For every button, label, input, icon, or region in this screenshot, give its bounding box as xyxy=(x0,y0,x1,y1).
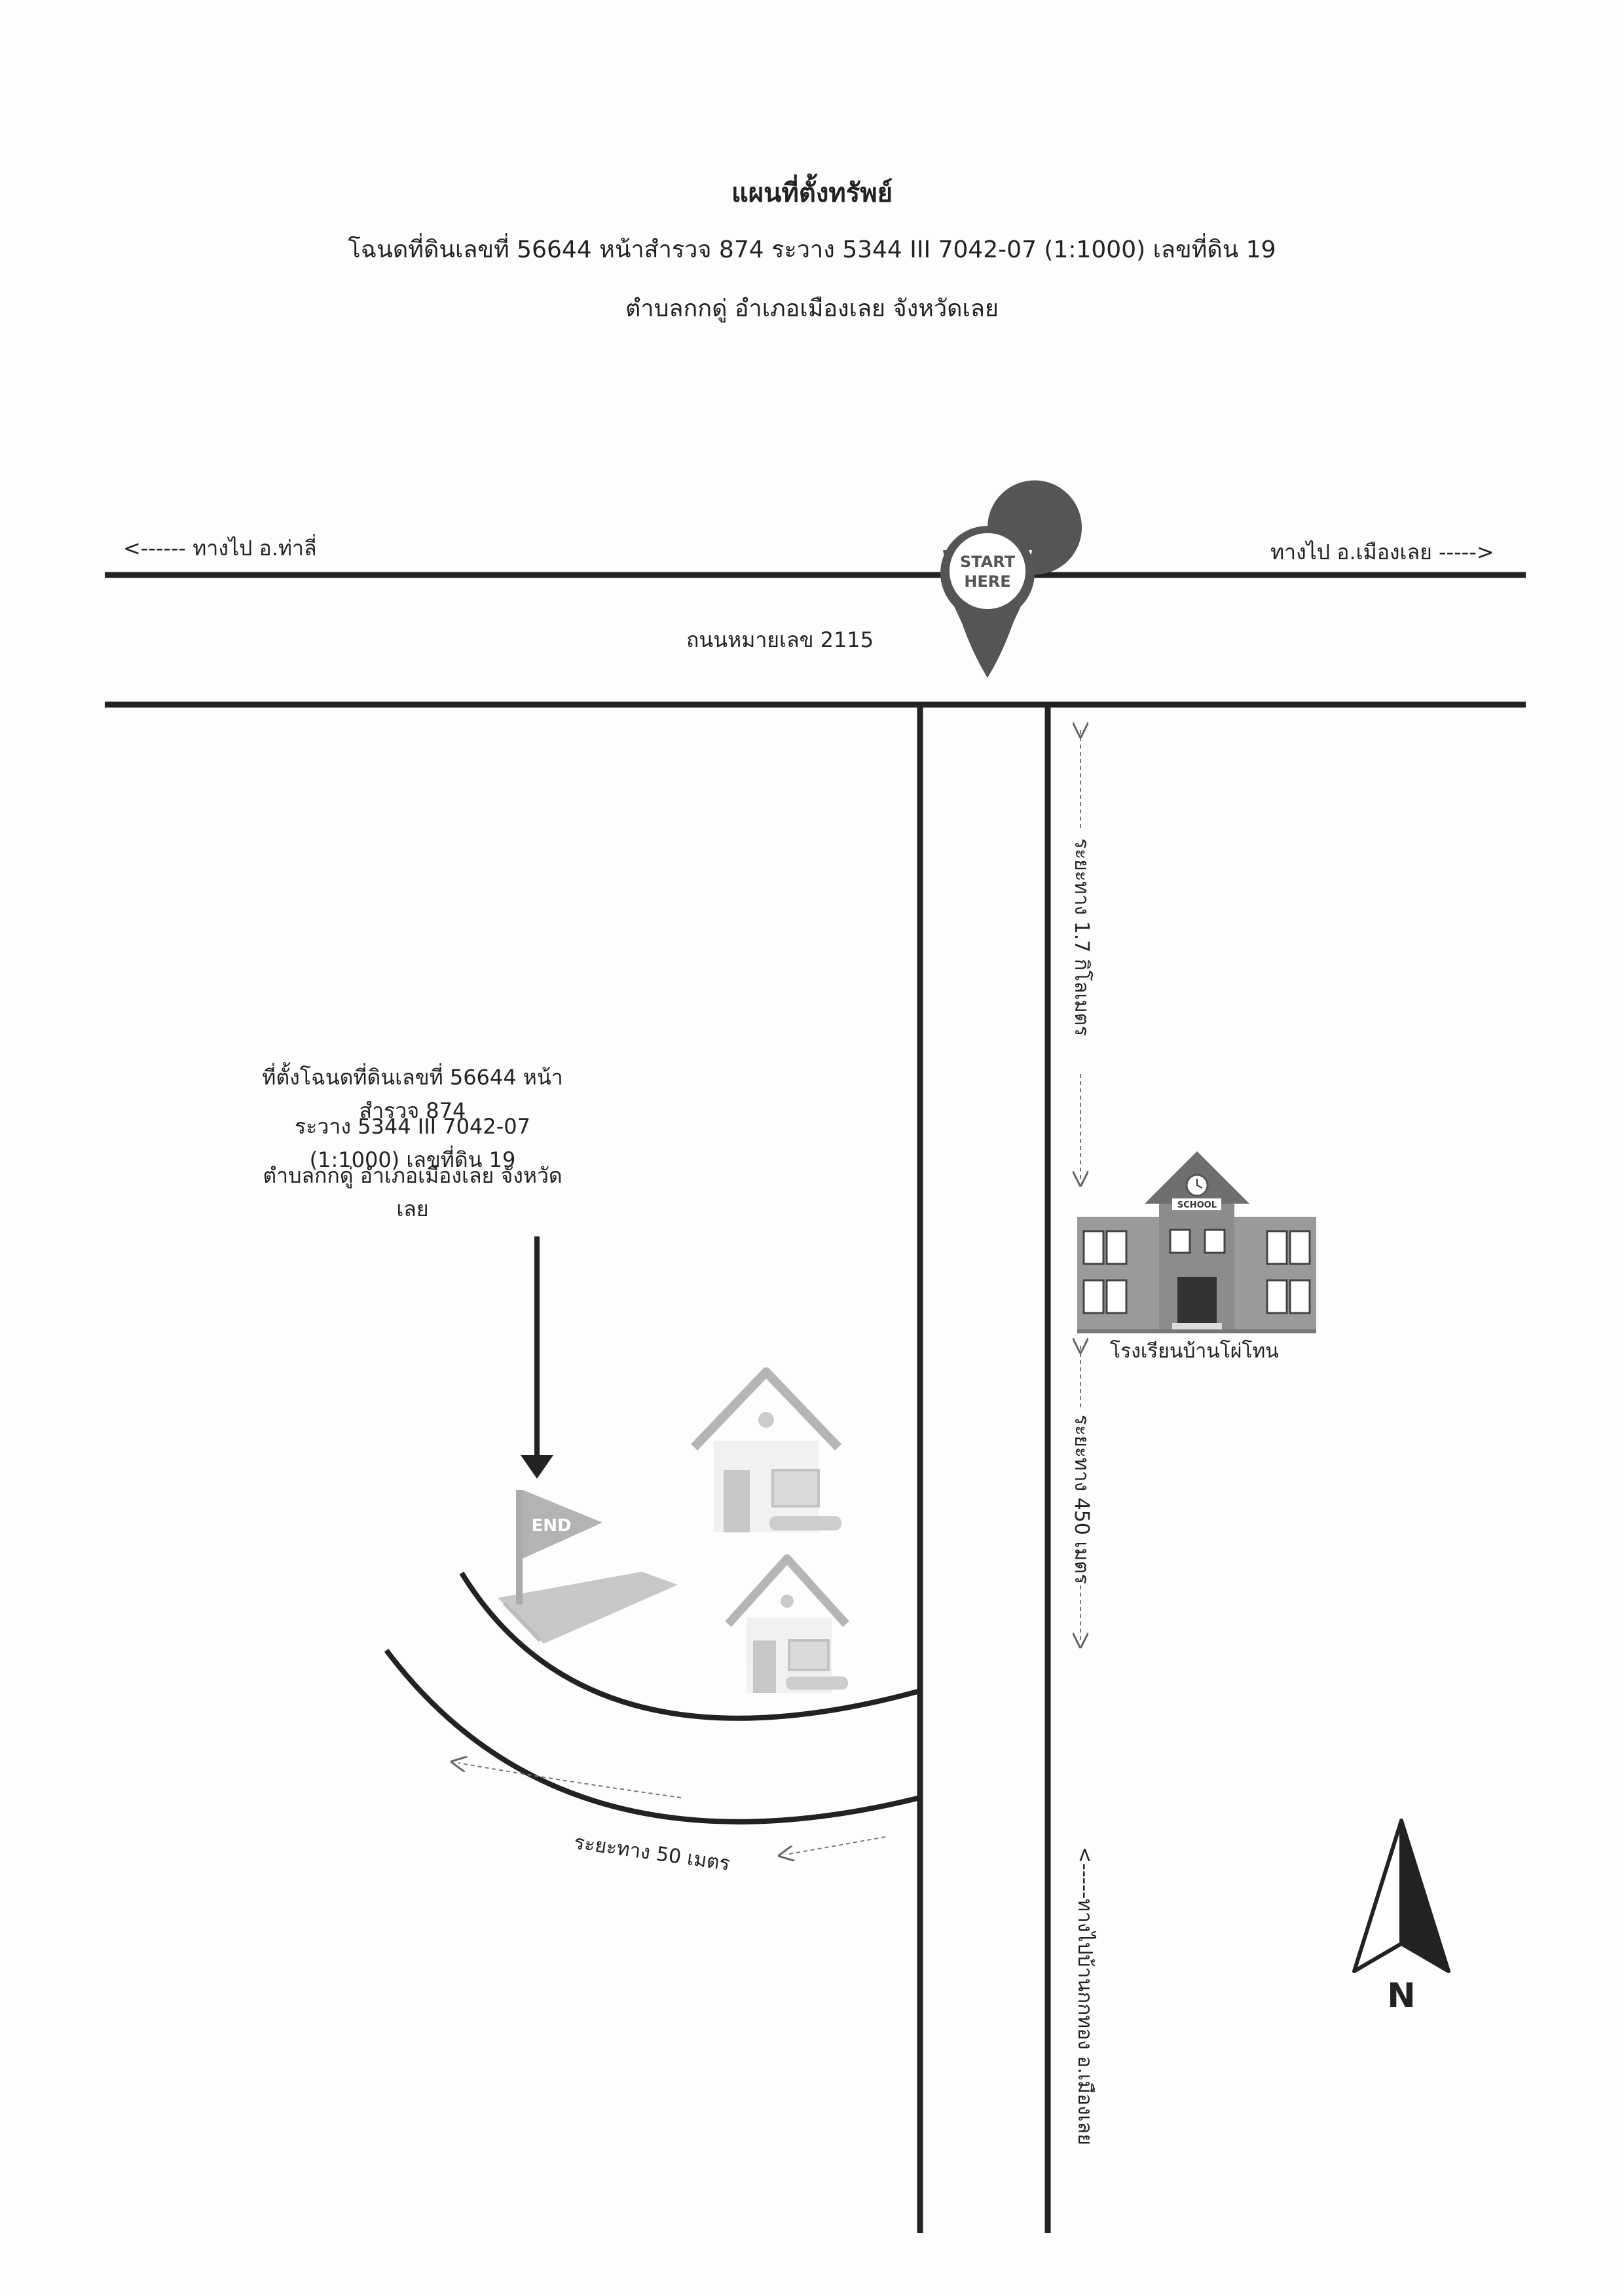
page-title: แผนที่ตั้งทรัพย์ xyxy=(731,178,893,208)
direction-to-thali: <------ ทางไป อ.ท่าลี่ xyxy=(123,536,317,561)
property-label-line1: ที่ตั้งโฉนดที่ดินเลขที่ 56644 หน้าสำรวจ … xyxy=(262,1065,563,1123)
distance-450-m: ระยะทาง 450 เมตร xyxy=(1070,1415,1093,1585)
compass-label: N xyxy=(1387,1976,1416,2016)
direction-to-mueang-loei: ทางไป อ.เมืองเลย -----> xyxy=(1270,540,1494,565)
house-icon xyxy=(725,1554,849,1693)
main-road-name: ถนนหมายเลข 2115 xyxy=(686,627,874,652)
direction-to-kok-thong: <-----ทางไปบ้านกกทอง อ.เมืองเลย xyxy=(1073,1847,1096,2145)
start-text-line1: START xyxy=(960,553,1016,571)
school-name: โรงเรียนบ้านโผ่โทน xyxy=(1110,1340,1279,1363)
house-icon xyxy=(690,1367,842,1532)
school-sign: SCHOOL xyxy=(1177,1200,1217,1210)
start-text-line2: HERE xyxy=(964,572,1010,591)
curved-lane-upper xyxy=(459,1571,921,1721)
location-line: ตำบลกกดู่ อำเภอเมืองเลย จังหวัดเลย xyxy=(625,295,999,322)
north-arrow-icon xyxy=(1352,1819,1450,1973)
end-label: END xyxy=(531,1516,571,1536)
curved-lane-lower xyxy=(384,1648,921,1824)
deed-line: โฉนดที่ดินเลขที่ 56644 หน้าสำรวจ 874 ระว… xyxy=(348,236,1276,263)
map-pin-icon xyxy=(940,480,1082,678)
school-icon: SCHOOL xyxy=(1077,1151,1316,1333)
property-label-line2: ระวาง 5344 III 7042-07 (1:1000) เลขที่ดิ… xyxy=(295,1114,530,1172)
flag-icon xyxy=(498,1490,678,1644)
property-label-line3: ตำบลกกดู่ อำเภอเมืองเลย จังหวัดเลย xyxy=(263,1163,563,1221)
distance-1-7-km: ระยะทาง 1.7 กิโลเมตร xyxy=(1070,838,1093,1037)
